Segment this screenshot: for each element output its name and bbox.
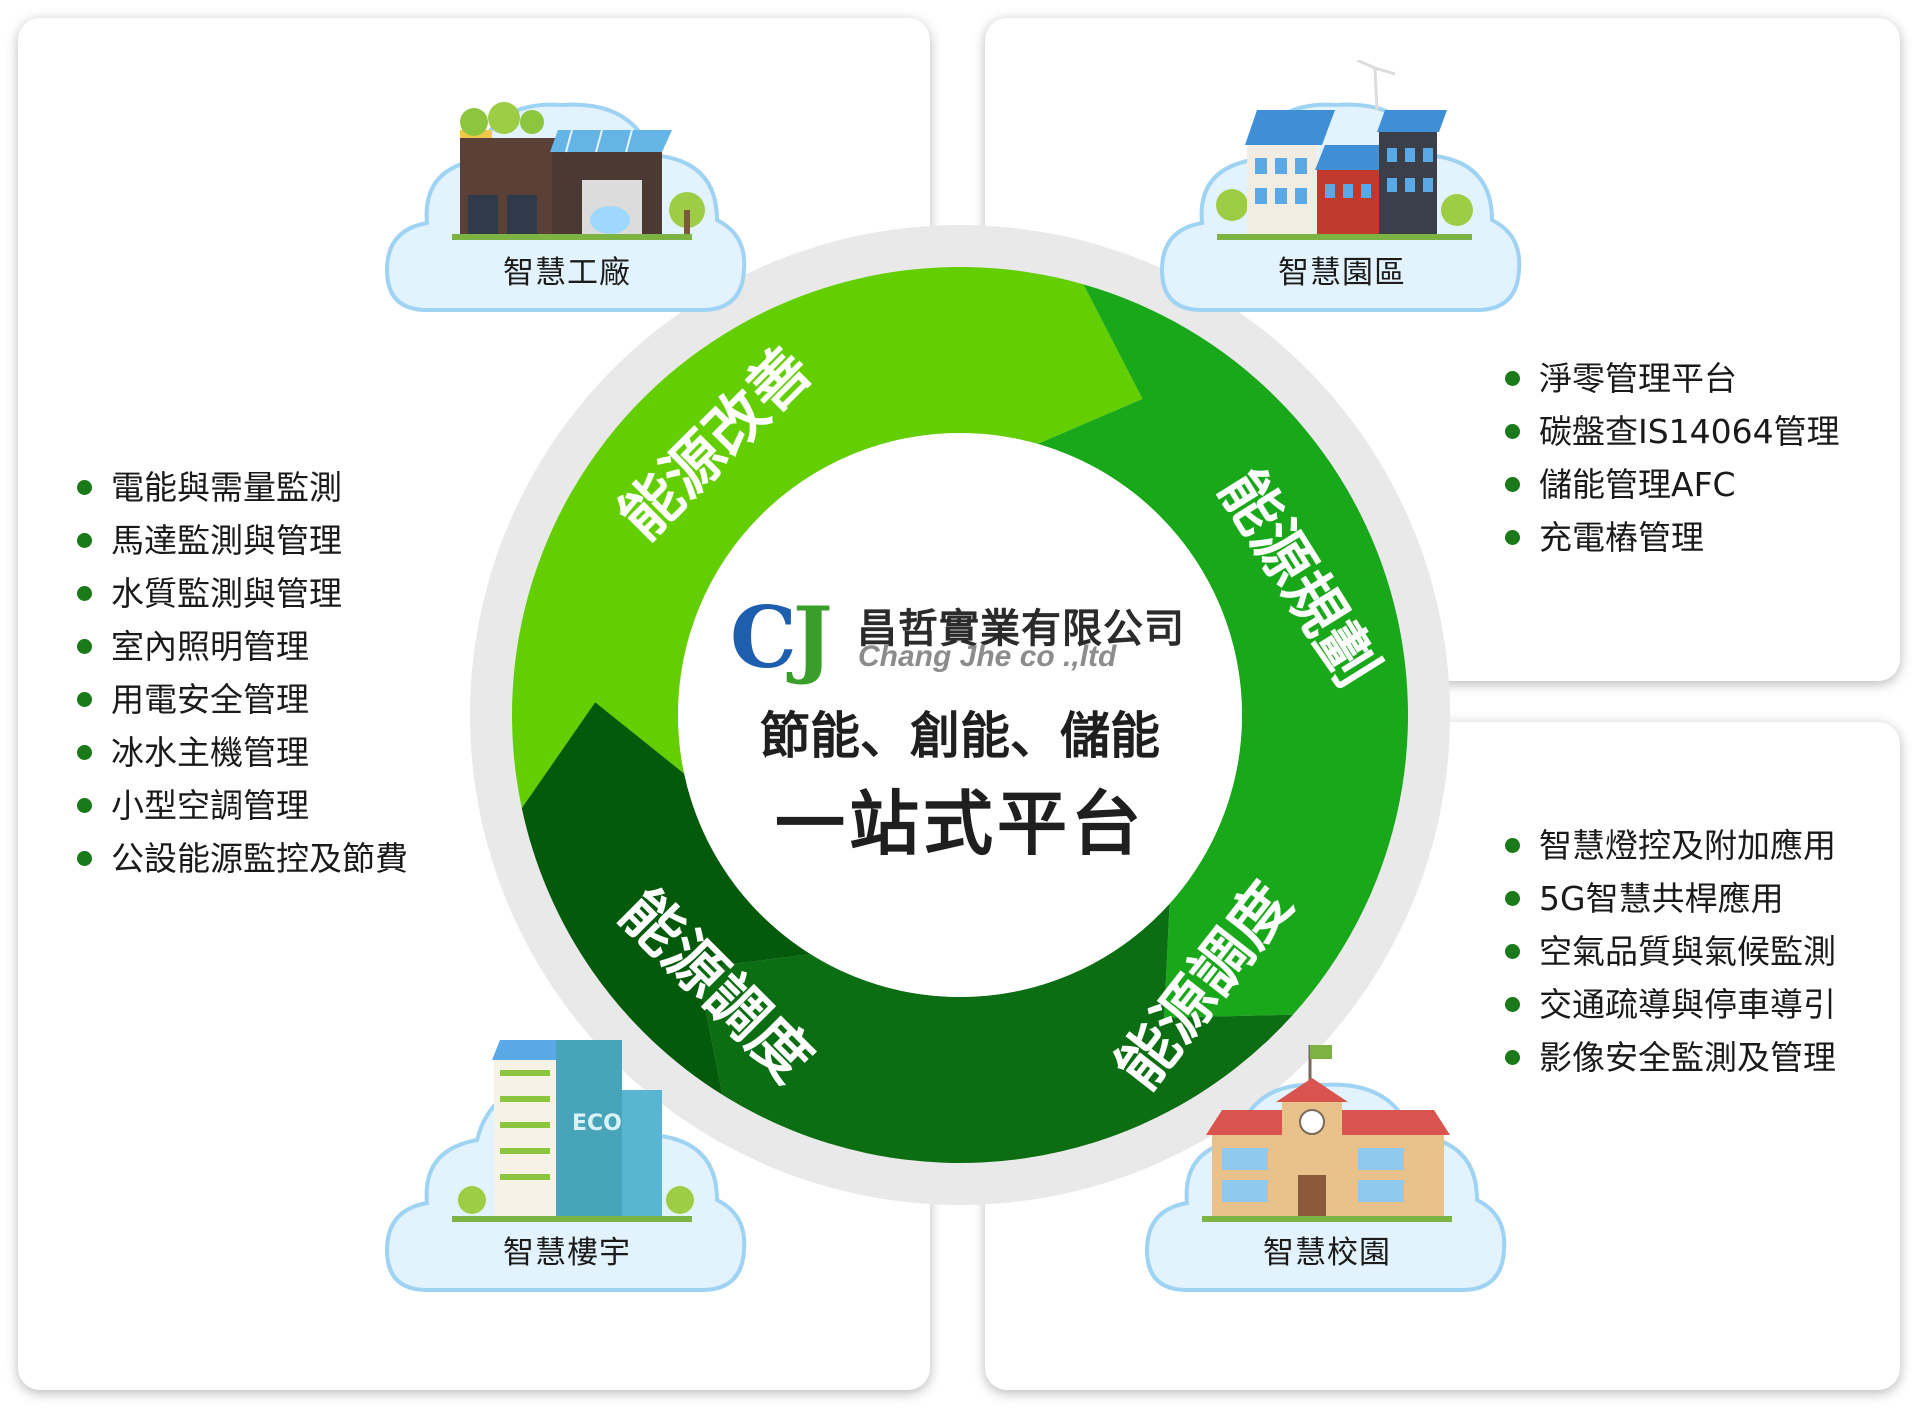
company-name-english: Chang Jhe co .,ltd	[858, 640, 1117, 673]
factory-feature-item-label: 用電安全管理	[111, 680, 309, 719]
company-logo: CJ	[730, 588, 833, 687]
segment-energy-improvement	[511, 266, 1143, 809]
campus-feature-item: 智慧燈控及附加應用	[1505, 819, 1836, 872]
cloud-label-campus: 智慧校園	[1263, 1235, 1391, 1271]
cloud-smart-campus: 智慧校園	[1142, 1040, 1512, 1300]
factory-feature-item: 小型空調管理	[77, 779, 408, 832]
campus-feature-item: 5G智慧共桿應用	[1505, 872, 1836, 925]
center-logo-block: CJ 昌哲實業有限公司 Chang Jhe co .,ltd 節能、創能、儲能 …	[680, 578, 1240, 878]
factory-illustration	[384, 102, 747, 312]
park-feature-item: 充電樁管理	[1505, 511, 1840, 564]
school-icon	[1202, 1045, 1452, 1222]
bullet-dot-icon	[1505, 891, 1520, 906]
list-smart-park-features: 淨零管理平台碳盤查IS14064管理儲能管理AFC 充電樁管理	[1505, 352, 1840, 564]
factory-feature-item: 用電安全管理	[77, 673, 408, 726]
campus-feature-item-label: 交通疏導與停車導引	[1539, 985, 1836, 1024]
campus-illustration	[1144, 1045, 1507, 1292]
factory-feature-item: 公設能源監控及節費	[77, 832, 408, 885]
platform-title: 一站式平台	[775, 783, 1145, 865]
factory-icon	[452, 102, 705, 240]
factory-feature-item-label: 水質監測與管理	[111, 574, 342, 613]
campus-feature-item: 交通疏導與停車導引	[1505, 978, 1836, 1031]
factory-feature-item: 室內照明管理	[77, 620, 408, 673]
bullet-dot-icon	[77, 745, 92, 760]
campus-feature-item: 空氣品質與氣候監測	[1505, 925, 1836, 978]
campus-feature-item-label: 5G智慧共桿應用	[1539, 879, 1784, 918]
park-feature-item: 儲能管理AFC	[1505, 458, 1840, 511]
cloud-smart-building: ECO 智慧樓宇	[382, 1040, 752, 1300]
park-illustration	[1159, 60, 1522, 312]
park-feature-item-label: 儲能管理AFC	[1539, 465, 1736, 504]
eco-building-icon: ECO	[452, 1040, 694, 1222]
svg-text:ECO: ECO	[572, 1111, 622, 1136]
bullet-dot-icon	[1505, 477, 1520, 492]
tagline: 節能、創能、儲能	[760, 707, 1160, 765]
factory-feature-item-label: 室內照明管理	[111, 627, 309, 666]
park-feature-item-label: 充電樁管理	[1539, 518, 1704, 557]
bullet-dot-icon	[77, 798, 92, 813]
factory-feature-item: 電能與需量監測	[77, 461, 408, 514]
factory-feature-item-label: 馬達監測與管理	[111, 521, 342, 560]
cloud-label-factory: 智慧工廠	[503, 255, 631, 291]
bullet-dot-icon	[77, 692, 92, 707]
campus-feature-item: 影像安全監測及管理	[1505, 1031, 1836, 1084]
cloud-label-park: 智慧園區	[1278, 255, 1406, 291]
campus-feature-item-label: 智慧燈控及附加應用	[1539, 826, 1836, 865]
segment-energy-dispatch-right	[697, 903, 1293, 1163]
bullet-dot-icon	[77, 639, 92, 654]
bullet-dot-icon	[77, 480, 92, 495]
bullet-dot-icon	[1505, 997, 1520, 1012]
logo-letter-c: C	[730, 588, 797, 687]
factory-feature-item-label: 電能與需量監測	[111, 468, 342, 507]
bullet-dot-icon	[1505, 838, 1520, 853]
factory-feature-item: 水質監測與管理	[77, 567, 408, 620]
park-feature-item-label: 淨零管理平台	[1539, 359, 1737, 398]
bullet-dot-icon	[77, 533, 92, 548]
cloud-label-building: 智慧樓宇	[503, 1235, 631, 1271]
bullet-dot-icon	[1505, 1050, 1520, 1065]
factory-feature-item: 馬達監測與管理	[77, 514, 408, 567]
factory-feature-item-label: 小型空調管理	[111, 786, 309, 825]
company-name: 昌哲實業有限公司	[857, 606, 1185, 652]
bullet-dot-icon	[77, 851, 92, 866]
factory-feature-item: 冰水主機管理	[77, 726, 408, 779]
cloud-smart-factory: 智慧工廠	[382, 60, 752, 320]
cloud-smart-park: 智慧園區	[1157, 60, 1527, 320]
factory-feature-item-label: 冰水主機管理	[111, 733, 309, 772]
segment-energy-dispatch-left	[521, 702, 811, 1095]
building-illustration: ECO	[384, 1040, 747, 1292]
park-feature-item: 淨零管理平台	[1505, 352, 1840, 405]
center-disc	[678, 433, 1242, 997]
campus-feature-item-label: 空氣品質與氣候監測	[1539, 932, 1836, 971]
bullet-dot-icon	[1505, 424, 1520, 439]
factory-feature-item-label: 公設能源監控及節費	[111, 839, 408, 878]
segment-energy-planning	[1037, 284, 1409, 1018]
park-feature-item-label: 碳盤查IS14064管理	[1539, 412, 1840, 451]
bullet-dot-icon	[1505, 944, 1520, 959]
bullet-dot-icon	[77, 586, 92, 601]
list-smart-campus-features: 智慧燈控及附加應用 5G智慧共桿應用空氣品質與氣候監測交通疏導與停車導引影像安全監…	[1505, 819, 1836, 1084]
bullet-dot-icon	[1505, 530, 1520, 545]
park-feature-item: 碳盤查IS14064管理	[1505, 405, 1840, 458]
park-icon	[1216, 60, 1473, 240]
list-smart-factory-features: 電能與需量監測馬達監測與管理水質監測與管理室內照明管理用電安全管理冰水主機管理小…	[77, 461, 408, 885]
bullet-dot-icon	[1505, 371, 1520, 386]
logo-letter-j: J	[792, 588, 833, 687]
campus-feature-item-label: 影像安全監測及管理	[1539, 1038, 1836, 1077]
